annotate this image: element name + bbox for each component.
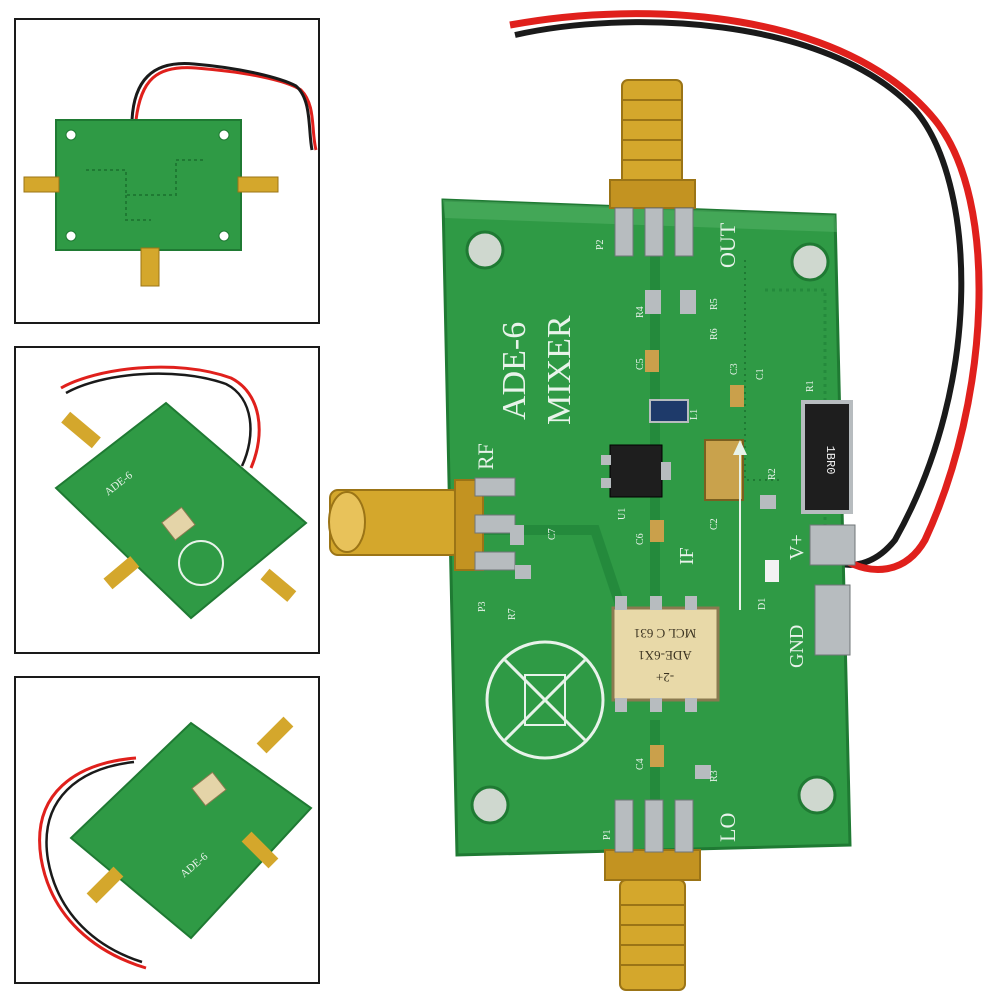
red-wire [509,10,983,573]
ref-r6: R6 [709,328,720,340]
ref-c6: C6 [635,533,646,545]
ref-p1: P1 [602,829,613,840]
ref-r1: R1 [805,380,816,392]
ref-r3: R3 [709,770,720,782]
ref-c2: C2 [709,518,720,530]
resistor-r1 [801,400,853,514]
ref-r2: R2 [767,468,778,480]
ref-r7: R7 [507,608,518,620]
chip-line3: MCL C 631 [634,626,696,641]
ref-c4: C4 [635,758,646,770]
ref-u1: U1 [617,508,628,520]
vplus-pad [809,524,856,566]
main-product-image: -2+ ADE-6X1 MCL C 631 1BR0 [325,0,1001,1001]
thumbnail-angled-view-1[interactable]: ADE-6 [14,346,320,654]
port-gnd-label: GND [786,625,808,668]
ref-p2: P2 [595,239,606,250]
thumbnail-back-view[interactable] [14,18,320,324]
recycling-symbol [485,640,605,760]
pcb-board [441,198,852,857]
ref-r4: R4 [635,306,646,318]
ref-c7: C7 [547,528,558,540]
angled-view-2-image: ADE-6 [38,716,313,970]
port-lo-label: LO [715,813,740,842]
ref-d1: D1 [757,598,768,610]
ref-p3: P3 [477,601,488,612]
angled-view-1-image: ADE-6 [54,365,308,620]
lo-sma-connector [604,849,701,881]
mixer-chip [611,606,720,702]
port-out-label: OUT [715,222,740,268]
ref-l1: L1 [689,409,700,420]
ref-c5: C5 [635,358,646,370]
board-title-line1: ADE-6 [496,322,533,420]
gnd-pad [814,584,851,656]
ref-r5: R5 [709,298,720,310]
pcb-main-illustration: -2+ ADE-6X1 MCL C 631 1BR0 [328,10,983,991]
out-sma-connector [621,79,683,189]
port-if-label: IF [676,547,698,565]
port-rf-label: RF [473,443,498,470]
thumbnail-angled-view-2[interactable]: ADE-6 [14,676,320,984]
ref-c3: C3 [729,363,740,375]
ref-c1: C1 [755,368,766,380]
resistor-code: 1BR0 [823,446,837,475]
black-wire [514,19,965,568]
board-title-line2: MIXER [541,315,578,425]
back-view-image [23,62,318,287]
chip-line2: ADE-6X1 [638,648,691,663]
chip-line1: -2+ [656,670,674,685]
port-vplus-label: V+ [786,534,808,560]
